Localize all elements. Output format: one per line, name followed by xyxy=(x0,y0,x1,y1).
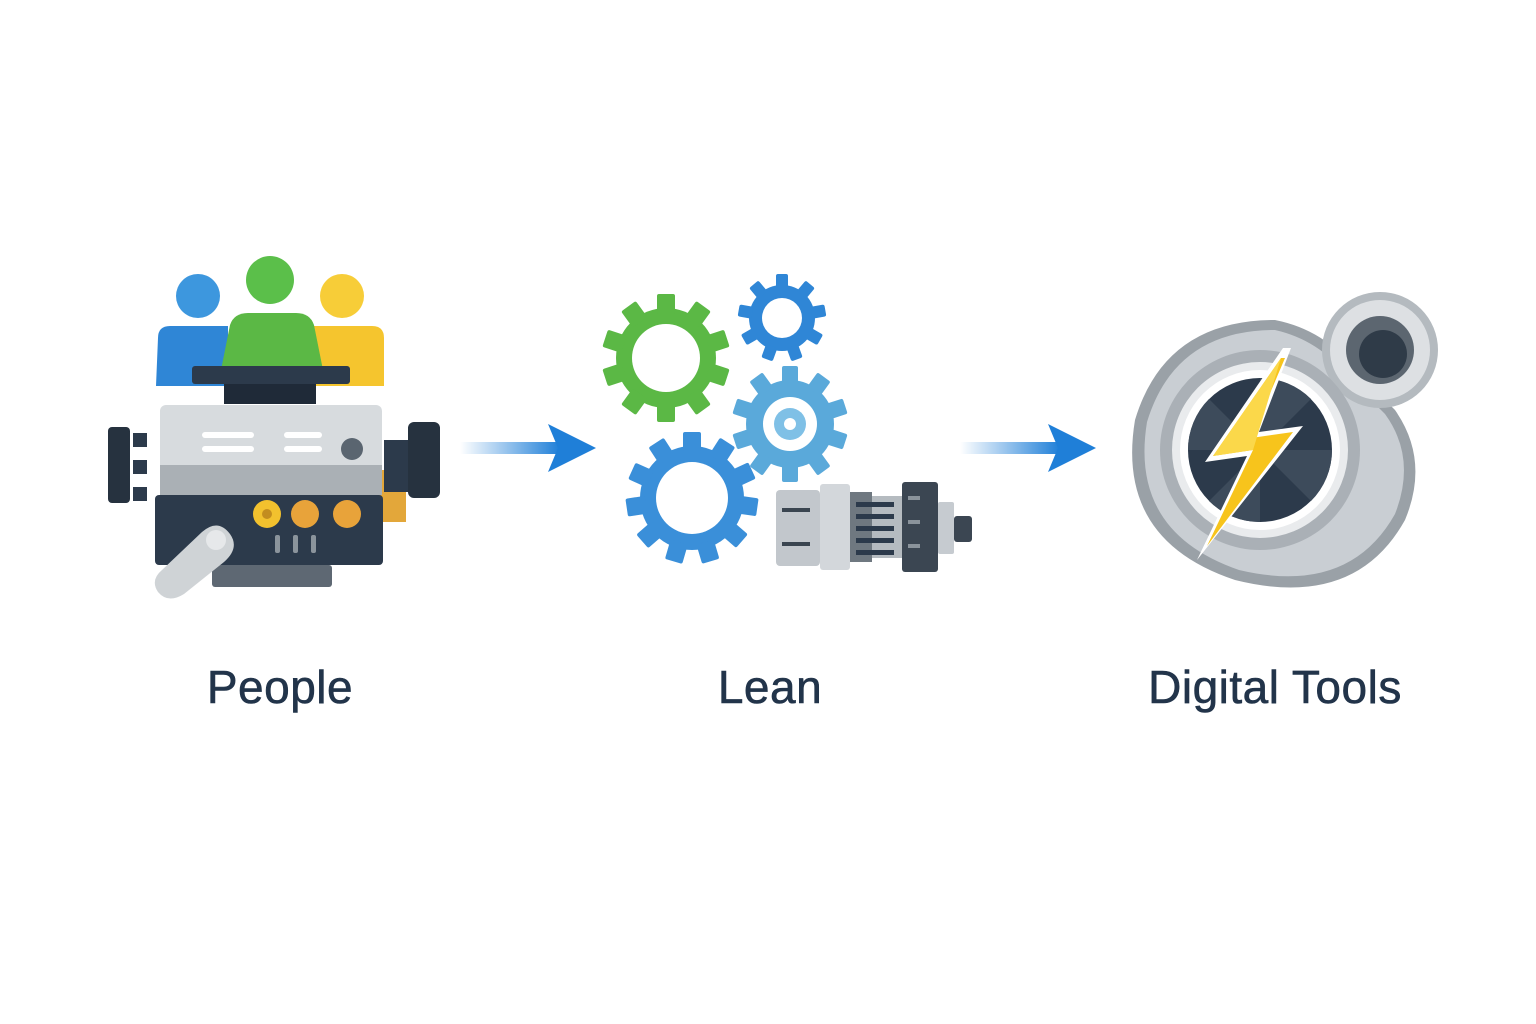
step-label-people: People xyxy=(206,661,354,714)
step-label-digital-tools: Digital Tools xyxy=(1148,661,1402,714)
arrow-right-icon xyxy=(960,418,1100,478)
gears-transmission-icon xyxy=(600,270,980,580)
turbocharger-lightning-icon xyxy=(1125,280,1455,590)
step-label-lean: Lean xyxy=(717,661,823,714)
arrow-right-icon xyxy=(460,418,600,478)
people-engine-icon xyxy=(100,250,450,600)
